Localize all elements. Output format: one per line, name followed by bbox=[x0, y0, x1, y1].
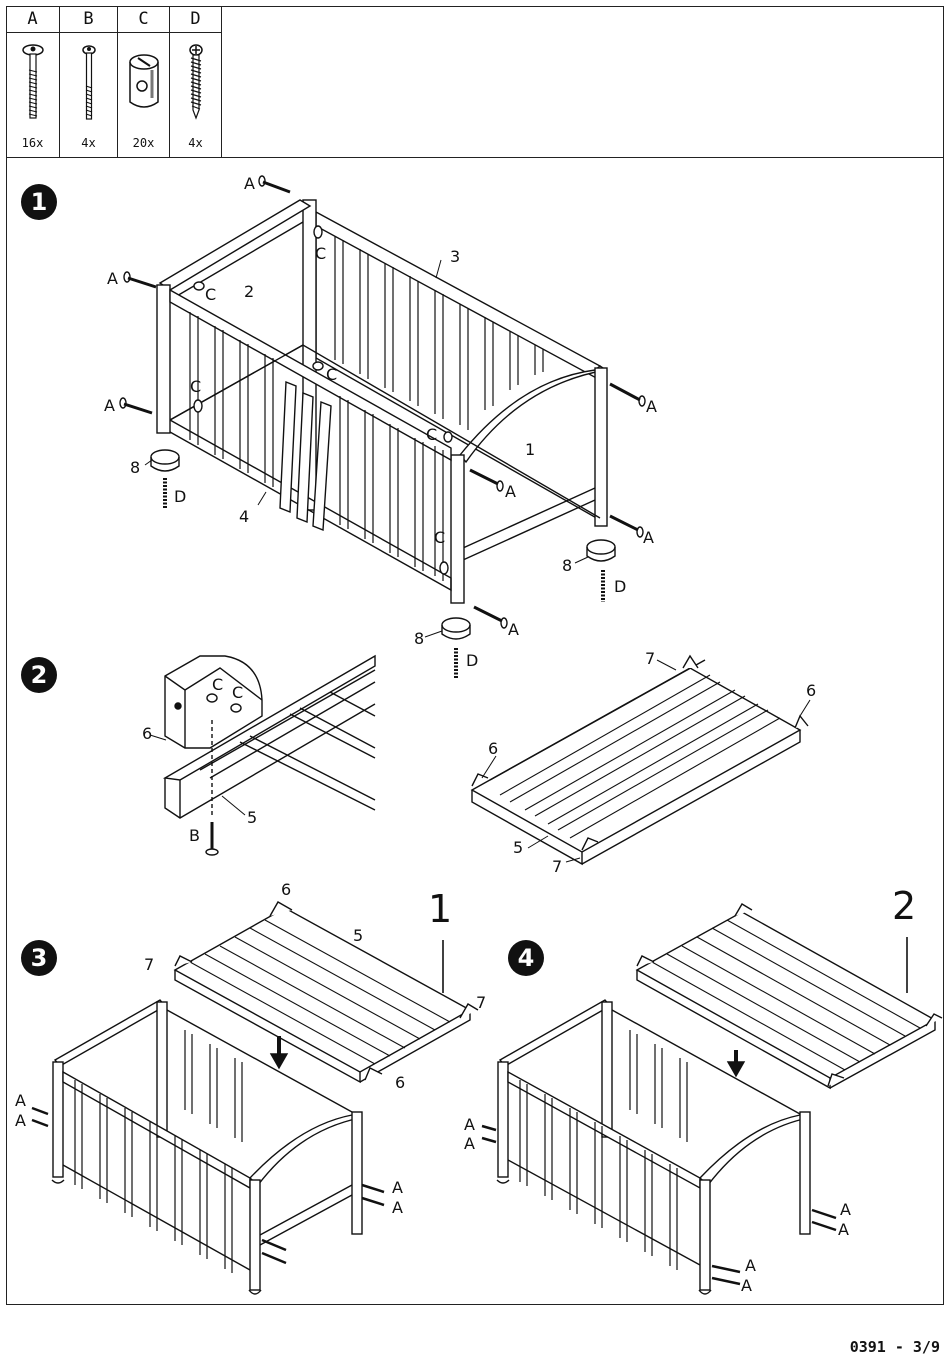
callout-label: 1 bbox=[525, 442, 535, 458]
callout-label: B bbox=[189, 828, 200, 844]
callout-label: A bbox=[646, 399, 657, 415]
callout-label: 7 bbox=[476, 995, 486, 1011]
callout-label: 6 bbox=[488, 741, 498, 757]
callout-label: A bbox=[745, 1258, 756, 1274]
callout-label: 7 bbox=[552, 859, 562, 875]
callout-label: C bbox=[326, 367, 337, 383]
callout-label: 5 bbox=[513, 840, 523, 856]
callout-label: C bbox=[426, 427, 437, 443]
callout-label: A bbox=[741, 1278, 752, 1294]
callout-label: C bbox=[232, 685, 243, 701]
callout-label: A bbox=[505, 484, 516, 500]
callout-label: D bbox=[174, 489, 186, 505]
callout-label: 2 bbox=[244, 284, 254, 300]
callout-label: 6 bbox=[395, 1075, 405, 1091]
callout-label: 8 bbox=[130, 460, 140, 476]
callout-label: A bbox=[15, 1113, 26, 1129]
callout-label: A bbox=[840, 1202, 851, 1218]
callout-label: C bbox=[212, 677, 223, 693]
callout-label: A bbox=[104, 398, 115, 414]
callout-label: A bbox=[392, 1200, 403, 1216]
callout-label: D bbox=[614, 579, 626, 595]
callout-label: 8 bbox=[562, 558, 572, 574]
callout-label: 6 bbox=[142, 726, 152, 742]
callout-label: D bbox=[466, 653, 478, 669]
callout-label: A bbox=[244, 176, 255, 192]
callout-label: 8 bbox=[414, 631, 424, 647]
callout-label: 3 bbox=[450, 249, 460, 265]
callout-label: 7 bbox=[144, 957, 154, 973]
page-number: 0391 - 3/9 bbox=[850, 1338, 940, 1356]
callout-label: A bbox=[464, 1117, 475, 1133]
callout-label: 7 bbox=[645, 651, 655, 667]
callout-label: C bbox=[205, 287, 216, 303]
callout-label: C bbox=[315, 246, 326, 262]
callout-label: C bbox=[434, 530, 445, 546]
callout-label: A bbox=[15, 1093, 26, 1109]
callout-label: C bbox=[190, 379, 201, 395]
callout-label: 6 bbox=[281, 882, 291, 898]
callout-label: A bbox=[464, 1136, 475, 1152]
callout-label: A bbox=[643, 530, 654, 546]
callout-label: A bbox=[392, 1180, 403, 1196]
position-number: 1 bbox=[428, 890, 452, 928]
callout-label: 4 bbox=[239, 509, 249, 525]
callout-label: 5 bbox=[247, 810, 257, 826]
callout-label: 5 bbox=[353, 928, 363, 944]
position-number: 2 bbox=[892, 887, 916, 925]
callout-label: A bbox=[508, 622, 519, 638]
callout-label: A bbox=[107, 271, 118, 287]
callout-label: 6 bbox=[806, 683, 816, 699]
callout-label: A bbox=[838, 1222, 849, 1238]
